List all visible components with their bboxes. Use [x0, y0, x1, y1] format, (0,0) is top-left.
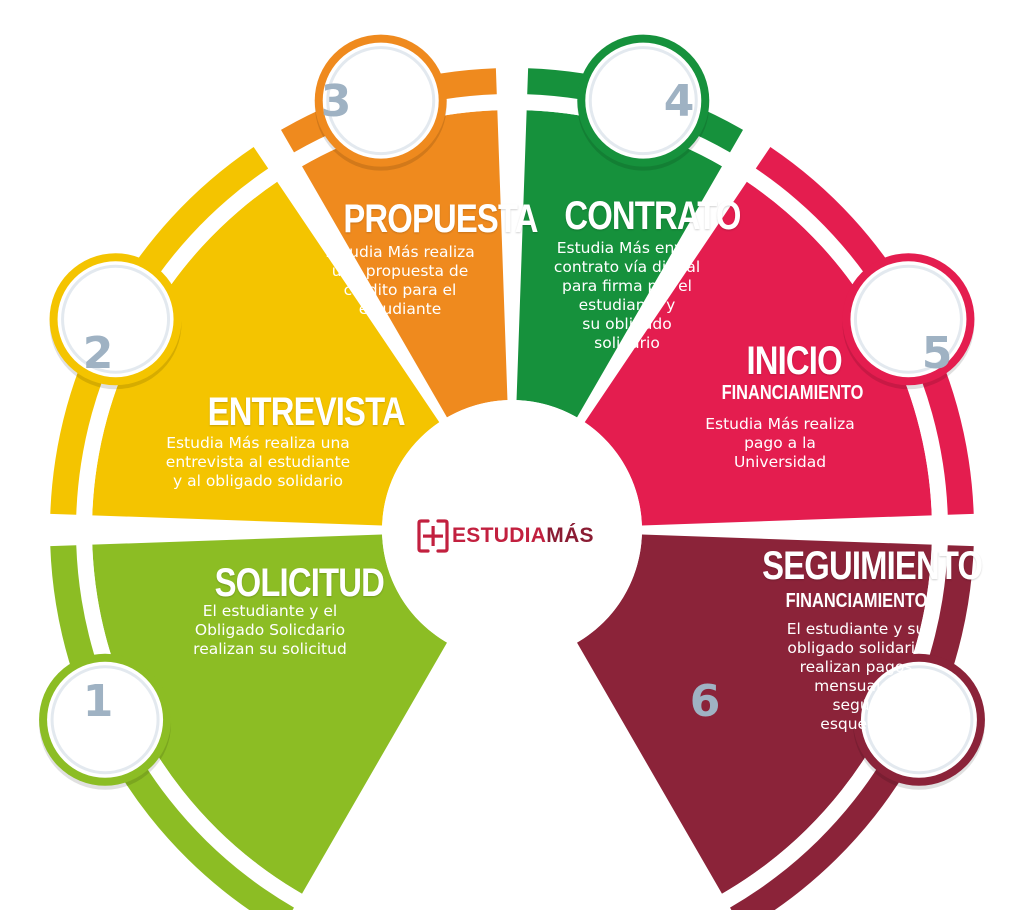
step-1-number: 1 — [82, 676, 114, 727]
estudiamas-logo: ESTUDIAMÁS — [416, 516, 594, 556]
step-5-title: INICIO — [746, 339, 842, 383]
step-4-segment — [516, 110, 722, 418]
center-hub — [382, 400, 642, 660]
step-5-description: Estudia Más realiza pago a la Universida… — [705, 415, 855, 471]
step-6-description: El estudiante y su obligado solidario re… — [786, 620, 926, 733]
step-5-subtitle: FINANCIAMIENTO — [721, 382, 864, 404]
step-2-outer-ring — [50, 146, 269, 515]
estudiamas-logo-icon — [417, 519, 449, 553]
step-1-badge — [50, 665, 160, 775]
estudiamas-logo-text: ESTUDIAMÁS — [452, 524, 594, 548]
step-5-number: 5 — [921, 328, 953, 379]
step-4-separator-ring — [526, 94, 730, 167]
step-5-outer-ring — [755, 146, 974, 515]
logo-word-mas: MÁS — [546, 524, 594, 547]
logo-word-estudia: ESTUDIA — [452, 524, 547, 547]
step-2-number: 2 — [82, 328, 114, 379]
step-2-title: ENTREVISTA — [207, 390, 406, 434]
step-3-segment — [302, 110, 508, 418]
step-2-description: Estudia Más realiza una entrevista al es… — [165, 434, 351, 490]
step-6-title: SEGUIMIENTO — [762, 544, 983, 588]
step-6-badge — [864, 665, 974, 775]
step-4-number: 4 — [663, 76, 695, 127]
step-1-description: El estudiante y el Obligado Solicdario r… — [193, 602, 347, 658]
step-4-title: CONTRATO — [564, 194, 741, 238]
step-5-segment — [584, 181, 932, 526]
step-1-title: SOLICITUD — [214, 561, 385, 605]
step-4-description: Estudia Más envía contrato vía digital p… — [553, 239, 701, 352]
step-6-number: 6 — [689, 676, 721, 727]
step-3-badge — [326, 46, 436, 156]
step-2-badge — [61, 264, 171, 374]
step-3-number: 3 — [320, 76, 352, 127]
step-3-title: PROPUESTA — [343, 197, 538, 241]
step-5-badge — [853, 264, 963, 374]
step-3-separator-ring — [294, 94, 498, 167]
step-1-segment — [92, 534, 447, 894]
step-6-subtitle: FINANCIAMIENTO — [785, 590, 928, 612]
step-3-description: Estudia Más realiza una propuesta de cré… — [325, 243, 475, 318]
step-6-segment — [577, 534, 932, 894]
step-2-segment — [92, 181, 440, 526]
step-4-badge — [588, 46, 698, 156]
